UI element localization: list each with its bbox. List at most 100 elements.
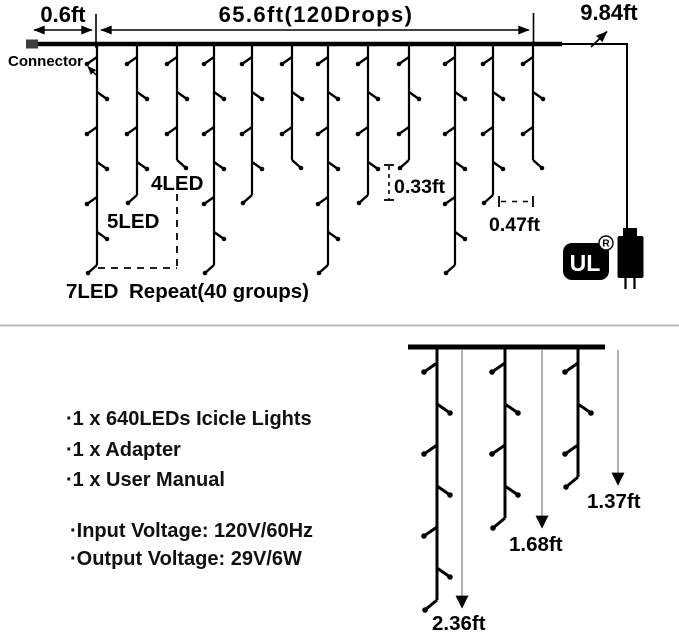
led-bulb-tip <box>375 166 381 172</box>
led-bulb-tip <box>490 525 496 531</box>
light-drop <box>279 46 305 171</box>
led-bulb-tip <box>85 270 91 276</box>
led-bulb-tip <box>462 236 468 242</box>
led-bulb-tip <box>239 131 245 137</box>
led-bulb-tip <box>124 131 130 137</box>
led-bulb-tip <box>84 61 90 67</box>
led-bulb-tip <box>104 166 110 172</box>
led-bulb-tip <box>104 236 110 242</box>
led-bulb-tip <box>443 270 449 276</box>
led-bulb-tip <box>201 131 207 137</box>
led-bulb-tip <box>335 236 341 242</box>
connector-square <box>26 39 38 49</box>
light-drop <box>164 46 190 171</box>
ul-badge <box>563 243 609 280</box>
led-bulb-tip <box>500 96 506 102</box>
power-plug <box>617 228 644 289</box>
light-drop <box>355 46 381 206</box>
led-bulb-tip <box>396 61 402 67</box>
label-7led: 7LED <box>66 280 118 303</box>
led-bulb-tip <box>421 533 427 539</box>
led-bulb-tip <box>240 200 246 206</box>
led-bulb-tip <box>202 270 208 276</box>
led-bulb-tip <box>221 166 227 172</box>
dim-left-label: 0.6ft <box>40 2 86 27</box>
bottom-drops <box>421 349 594 613</box>
led-bulb-tip <box>279 131 285 137</box>
plug-body <box>617 236 644 278</box>
led-bulb-tip <box>515 410 521 416</box>
drop-spacing-dim <box>498 196 534 207</box>
led-bulb-tip <box>515 492 521 498</box>
drop-spacing-label: 0.47ft <box>489 214 540 236</box>
led-bulb-tip <box>355 131 361 137</box>
led-bulb-tip <box>416 96 422 102</box>
led-bulb-tip <box>259 96 265 102</box>
dim-right-label: 9.84ft <box>580 0 638 25</box>
led-bulb-tip <box>164 61 170 67</box>
led-bulb-tip <box>299 96 305 102</box>
drop1-length-label: 2.36ft <box>432 612 486 633</box>
led-bulb-tip <box>221 96 227 102</box>
light-drop <box>442 46 468 276</box>
label-4led: 4LED <box>151 172 203 195</box>
dim-main-label: 65.6ft(120Drops) <box>219 2 414 27</box>
registered-circle <box>598 235 614 251</box>
led-bulb-tip <box>462 166 468 172</box>
led-bulb-tip <box>259 166 265 172</box>
led-bulb-tip <box>144 166 150 172</box>
led-bulb-tip <box>489 369 495 375</box>
light-drop <box>562 349 594 490</box>
led-bulb-tip <box>315 61 321 67</box>
led-bulb-tip <box>447 492 453 498</box>
led-bulb-tip <box>520 131 526 137</box>
lead-wire <box>562 43 628 229</box>
led-bulb-tip <box>316 270 322 276</box>
light-drop <box>520 46 546 171</box>
light-drop <box>239 46 265 206</box>
led-bulb-tip <box>562 451 568 457</box>
led-bulb-tip <box>279 61 285 67</box>
ul-certification-mark: UL R <box>563 235 614 280</box>
led-bulb-tip <box>84 131 90 137</box>
package-item: ·1 x 640LEDs Icicle Lights <box>66 408 312 430</box>
led-bulb-tip <box>125 200 131 206</box>
led-bulb-tip <box>124 61 130 67</box>
light-drop <box>489 349 521 531</box>
led-bulb-tip <box>520 61 526 67</box>
light-drop <box>124 46 150 206</box>
led-bulb-tip <box>239 61 245 67</box>
light-drop <box>84 46 110 276</box>
registered-r: R <box>602 239 610 250</box>
led-bulb-tip <box>588 410 594 416</box>
led-bulb-tip <box>421 369 427 375</box>
led-bulb-tip <box>442 201 448 207</box>
led-bulb-tip <box>500 166 506 172</box>
led-bulb-tip <box>480 61 486 67</box>
spec-line: ·Input Voltage: 120V/60Hz <box>70 520 314 542</box>
led-spacing-label: 0.33ft <box>394 176 445 198</box>
led-bulb-tip <box>298 165 304 171</box>
led-bulb-tip <box>447 410 453 416</box>
repeat-label: Repeat(40 groups) <box>129 280 309 303</box>
package-item: ·1 x Adapter <box>66 439 181 461</box>
led-bulb-tip <box>315 201 321 207</box>
led-bulb-tip <box>183 165 189 171</box>
led-bulb-tip <box>397 165 403 171</box>
connector-pointer-arrow <box>87 65 97 76</box>
top-drops <box>84 46 546 276</box>
led-bulb-tip <box>315 131 321 137</box>
led-bulb-tip <box>442 131 448 137</box>
led-bulb-tip <box>356 200 362 206</box>
led-bulb-tip <box>221 236 227 242</box>
label-5led: 5LED <box>107 210 159 233</box>
led-bulb-tip <box>201 201 207 207</box>
light-drop <box>421 349 453 613</box>
led-bulb-tip <box>355 61 361 67</box>
lead-dim-arrow <box>590 30 608 48</box>
led-bulb-tip <box>562 369 568 375</box>
spec-line: ·Output Voltage: 29V/6W <box>70 548 302 570</box>
led-bulb-tip <box>144 96 150 102</box>
